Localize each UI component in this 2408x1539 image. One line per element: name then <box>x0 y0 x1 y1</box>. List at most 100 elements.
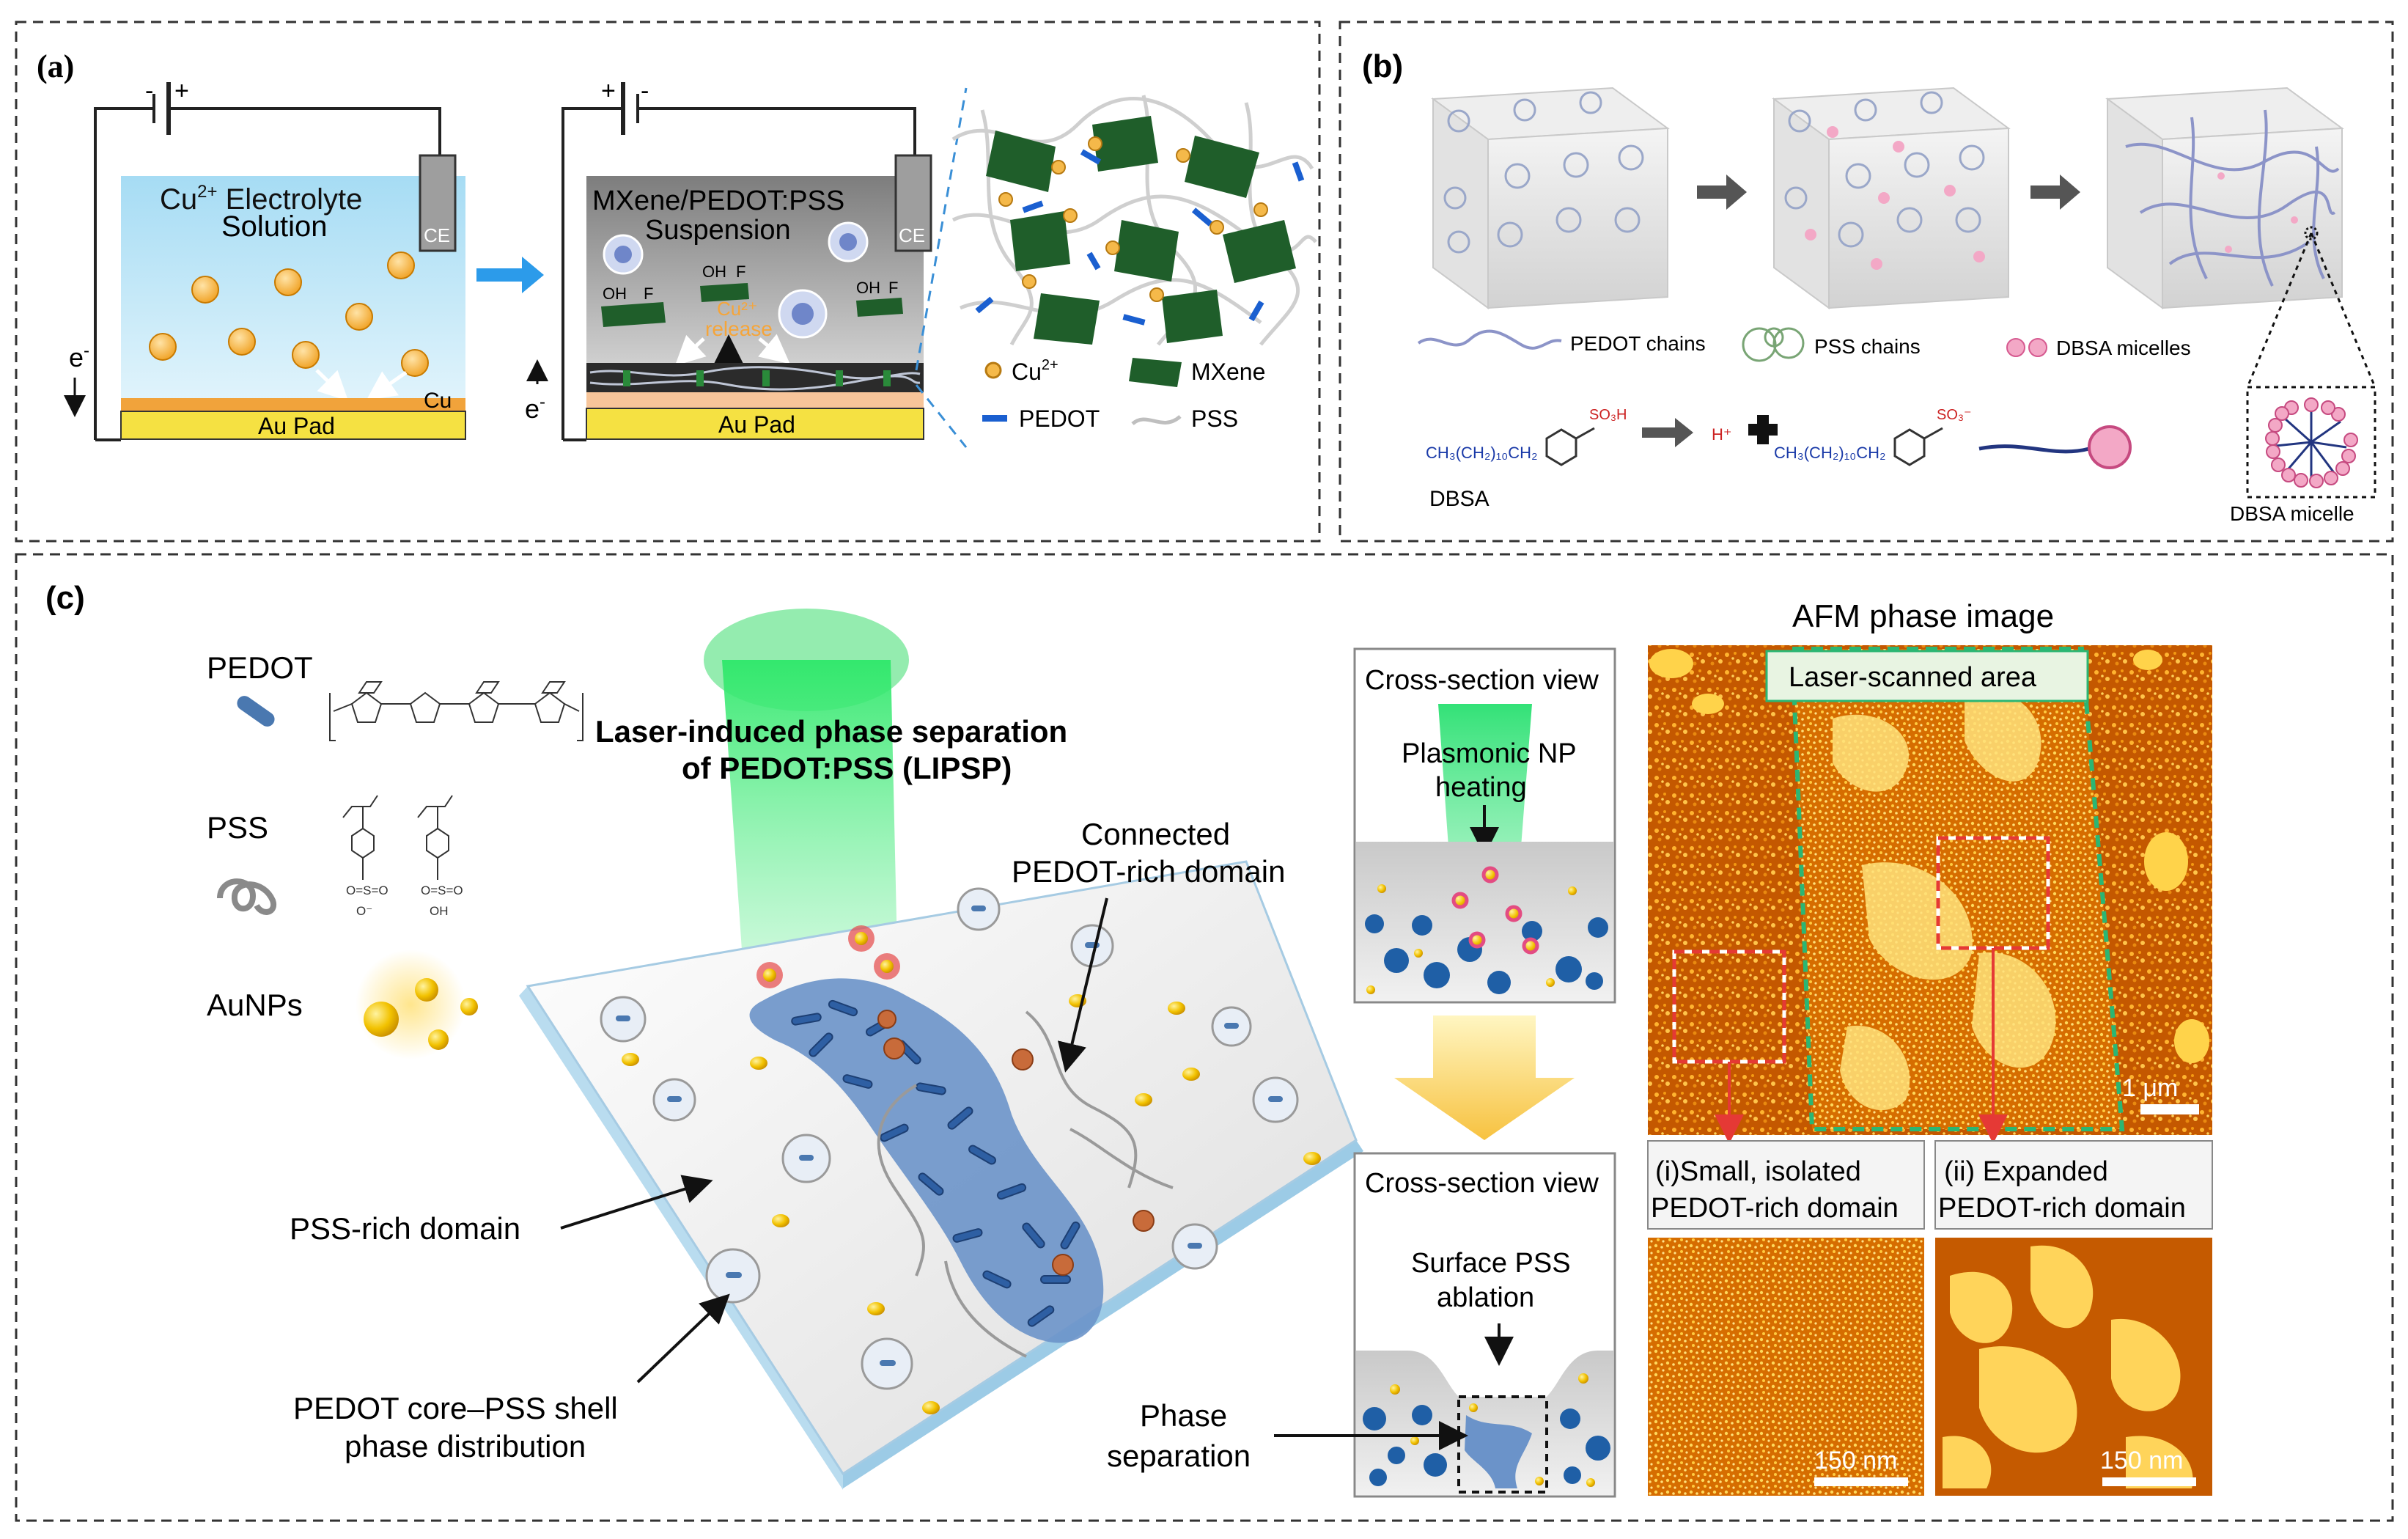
legend-mxene-icon <box>1129 358 1182 387</box>
cross-section-2: Cross-section view Surface PSS ablation <box>1353 1152 1616 1498</box>
h-plus-label: H⁺ <box>1712 425 1732 444</box>
cell1-au-pad-label: Au Pad <box>258 413 335 439</box>
dbsa-formula-2: CH₃(CH₂)₁₀CH₂ <box>1774 444 1886 462</box>
cube-arrow-1 <box>1697 175 1747 210</box>
svg-text:O=S=O: O=S=O <box>346 884 389 897</box>
cell1-battery-plus: + <box>174 77 189 105</box>
cell2-battery-plus: + <box>601 77 616 105</box>
afm-zoom-i: 150 nm <box>1648 1238 1924 1496</box>
pedot-icon <box>237 696 275 727</box>
film-slab-edge <box>519 986 843 1490</box>
pss-chain-icon <box>1742 327 1805 362</box>
panel-a: (a) - + CE Cu2+ Electrolyte Solution <box>37 48 1317 448</box>
cube-with-micelles <box>1772 87 2011 309</box>
zoom-ii-line2: PEDOT-rich domain <box>1938 1193 2186 1224</box>
cell2-electron-label: e- <box>525 392 545 424</box>
connected-line2: PEDOT-rich domain <box>1012 854 1285 889</box>
zoom-i-label-box <box>1647 1140 1925 1230</box>
zoom-i-line2: PEDOT-rich domain <box>1651 1193 1899 1224</box>
cs2-line2: ablation <box>1437 1282 1534 1313</box>
core-shell-line2: phase distribution <box>345 1429 586 1463</box>
svg-text:O=S=O: O=S=O <box>421 884 463 897</box>
cell1-battery-minus: - <box>145 77 153 105</box>
cell2-oh-label: OH <box>603 284 627 303</box>
legend-cu-ion-icon <box>984 361 1002 379</box>
cross-section-transition-arrow <box>1394 1015 1575 1140</box>
legend-pedot-icon <box>982 415 1007 422</box>
dbsa-label: DBSA <box>1429 487 1490 511</box>
cell1-counter-electrode <box>419 154 457 252</box>
panel-c-frame <box>15 553 2394 1522</box>
legend-cu-ion: Cu2+ <box>1012 357 1058 385</box>
cell2-release-line2: release <box>705 317 773 340</box>
cross-section-1: Cross-section view Plasmonic NP heating <box>1353 647 1616 1004</box>
panel-a-legend: Cu2+ MXene PEDOT PSS <box>982 357 1265 432</box>
cell1-ion-arrows <box>315 369 408 401</box>
zoom-ii-label-box <box>1934 1140 2213 1230</box>
panel-c-label: (c) <box>45 580 85 616</box>
cell1-title-line2: Solution <box>221 210 328 243</box>
scale-1um: 1 μm <box>2122 1074 2178 1102</box>
cell1-cu-label: Cu <box>424 389 452 413</box>
dbsa-anion: CH₃(CH₂)₁₀CH₂ SO₃⁻ <box>1774 407 1972 466</box>
legend-pss: PSS <box>1191 405 1238 432</box>
connected-arrow <box>1057 897 1108 1073</box>
cs1-line2: heating <box>1435 772 1527 803</box>
dbsa-micelles-label: DBSA micelles <box>2056 337 2191 359</box>
cell2-pedotpss-particles <box>603 221 869 339</box>
cell-transition-arrow <box>476 257 544 293</box>
cell2-counter-electrode <box>894 154 932 252</box>
pss-label: PSS <box>207 810 268 845</box>
core-shell-line1: PEDOT core–PSS shell <box>293 1391 618 1425</box>
cell2-au-pad-label: Au Pad <box>718 411 795 438</box>
cell1-electron-label: e- <box>69 341 89 372</box>
cell1-cu-ions <box>149 251 429 377</box>
panel-a-label: (a) <box>37 48 74 84</box>
legend-mxene: MXene <box>1191 359 1265 385</box>
pss-rich-arrow <box>560 1175 713 1230</box>
pedot-chains-label: PEDOT chains <box>1570 332 1706 355</box>
dbsa-molecule: CH₃(CH₂)₁₀CH₂ SO₃H DBSA <box>1426 407 1627 511</box>
panel-c: (c) PEDOT PSS O=S=O O=S=O <box>45 580 2213 1498</box>
dbsa-micelle-icons <box>2006 338 2047 357</box>
laser-beam <box>722 660 898 982</box>
pedot-chain-icon <box>1417 329 1562 350</box>
dbsa-micelle-label: DBSA micelle <box>2230 502 2354 525</box>
pss-rich-label: PSS-rich domain <box>290 1211 520 1246</box>
laser-scanned-label: Laser-scanned area <box>1789 662 2037 693</box>
afm-title: AFM phase image <box>1792 598 2054 634</box>
cell2-ion-arrows <box>674 334 790 366</box>
pss-chains-label: PSS chains <box>1814 335 1921 358</box>
pss-fibers <box>877 1010 1174 1358</box>
cell2-oh2-label: OH <box>702 262 726 281</box>
afm-zoom-ii: 150 nm <box>1935 1238 2212 1496</box>
afm-main-image: Laser-scanned area 1 μm <box>1648 645 2212 1135</box>
phase-sep-line1: Phase <box>1140 1398 1227 1433</box>
laser-title-line2: of PEDOT:PSS (LIPSP) <box>682 751 1012 785</box>
cs2-title: Cross-section view <box>1365 1168 1599 1199</box>
cell2-ce-label: CE <box>899 224 925 246</box>
cell1-ce-label: CE <box>424 224 450 246</box>
legend-pedot: PEDOT <box>1019 405 1100 432</box>
cell2-oh3-label: OH <box>856 279 880 297</box>
pedot-label: PEDOT <box>207 650 313 685</box>
zoom-lines <box>915 87 968 448</box>
cell2-film-mxene <box>623 370 891 386</box>
mxene-network-illustration <box>951 95 1317 346</box>
cell1-circuit <box>94 82 441 441</box>
laser-hotspots <box>756 925 900 988</box>
surfactant-icon <box>1978 425 2132 469</box>
panel-b-frame <box>1339 21 2394 543</box>
dbsa-so3-minus: SO₃⁻ <box>1937 407 1972 423</box>
plus-icon <box>1748 415 1778 444</box>
cube-extended-chains <box>2105 87 2344 309</box>
svg-text:O⁻: O⁻ <box>356 904 372 918</box>
dbsa-formula-1: CH₃(CH₂)₁₀CH₂ <box>1426 444 1538 462</box>
cell1-title-line1: Cu2+ Electrolyte <box>160 182 362 216</box>
cube-arrow-2 <box>2030 175 2080 210</box>
dbsa-reaction-arrow <box>1642 418 1693 447</box>
panel-b: (b) <box>1362 48 2376 525</box>
connected-line1: Connected <box>1081 817 1230 851</box>
cell2-mxene-flakes <box>601 283 903 327</box>
